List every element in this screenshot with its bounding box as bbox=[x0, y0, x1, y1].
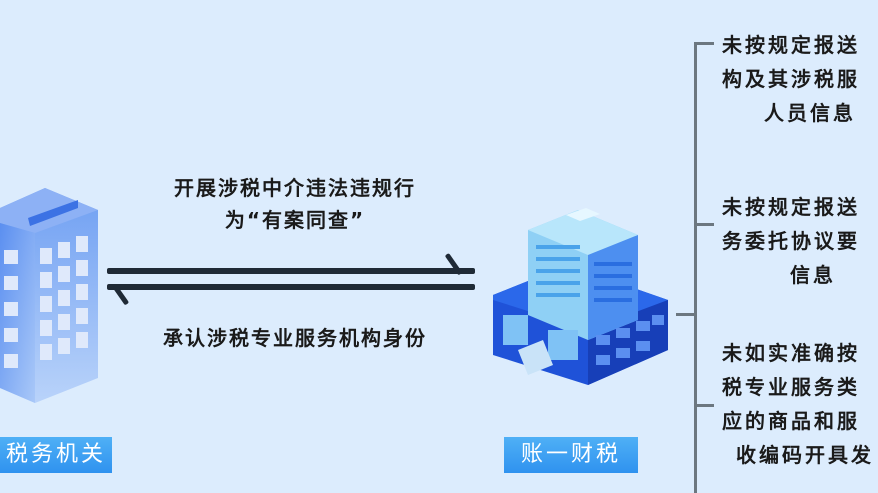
arrow-right-line bbox=[107, 268, 475, 274]
violation-1-line-2: 构及其涉税服 bbox=[722, 67, 860, 91]
violation-2-line-2: 务委托协议要 bbox=[722, 229, 860, 253]
violation-3-line-2: 税专业服务类 bbox=[722, 375, 860, 399]
violation-3-line-4: 收编码开具发 bbox=[736, 443, 874, 467]
tax-authority-building-icon bbox=[0, 188, 100, 408]
bracket-branch-3 bbox=[694, 404, 714, 407]
tax-authority-label: 税务机关 bbox=[0, 437, 112, 473]
bracket-branch-1 bbox=[694, 42, 714, 45]
violation-3-line-1: 未如实准确按 bbox=[722, 341, 860, 365]
company-label: 账一财税 bbox=[504, 437, 638, 473]
top-caption: 开展涉税中介违法违规行 为“有案同查” bbox=[130, 172, 460, 236]
violation-item-3: 未如实准确按 税专业服务类 应的商品和服 收编码开具发 bbox=[722, 336, 874, 472]
bottom-caption: 承认涉税专业服务机构身份 bbox=[163, 326, 427, 350]
violation-1-line-1: 未按规定报送 bbox=[722, 33, 860, 57]
bracket-vertical bbox=[694, 42, 697, 493]
bracket-branch-2 bbox=[694, 223, 714, 226]
violation-1-line-3: 人员信息 bbox=[764, 101, 856, 125]
top-caption-line1: 开展涉税中介违法违规行 bbox=[174, 176, 416, 200]
violation-2-line-1: 未按规定报送 bbox=[722, 195, 860, 219]
arrow-left-line bbox=[107, 284, 475, 290]
violation-item-1: 未按规定报送 构及其涉税服 人员信息 bbox=[722, 28, 860, 130]
violation-item-2: 未按规定报送 务委托协议要 信息 bbox=[722, 190, 860, 292]
connector-line bbox=[676, 313, 694, 316]
top-caption-line2: 为“有案同查” bbox=[224, 208, 366, 232]
company-building-icon bbox=[488, 200, 673, 385]
violation-2-line-3: 信息 bbox=[790, 263, 836, 287]
violation-3-line-3: 应的商品和服 bbox=[722, 409, 860, 433]
